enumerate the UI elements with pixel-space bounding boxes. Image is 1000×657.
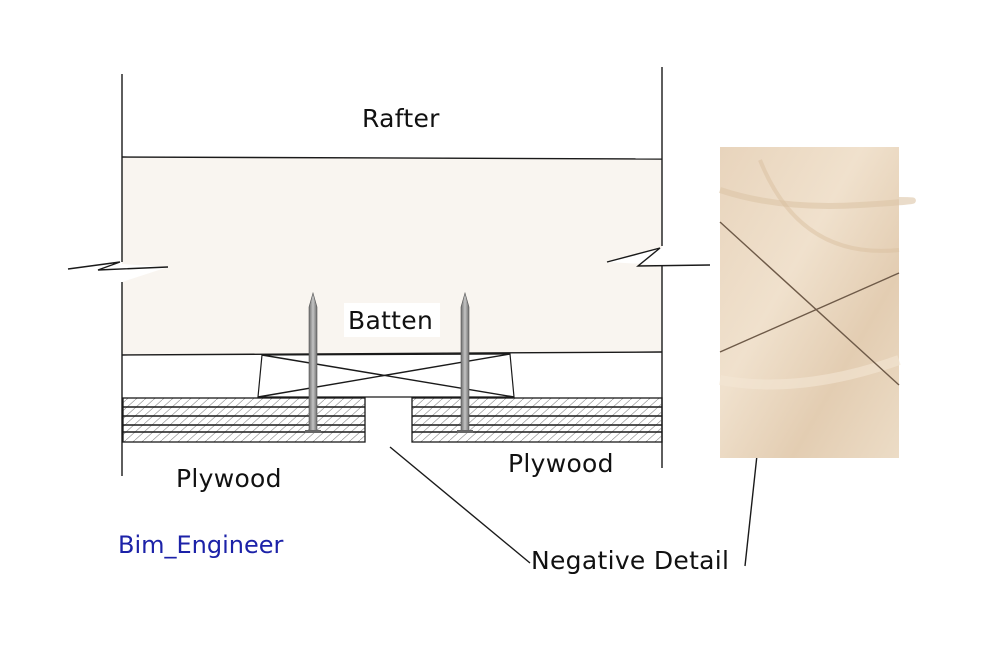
break-line-left (67, 261, 169, 271)
plywood-sheet-left (122, 397, 366, 443)
negative-detail-label: Negative Detail (531, 546, 729, 575)
rafter (121, 67, 663, 476)
rafter-label: Rafter (362, 104, 440, 133)
batten-label-background (344, 303, 440, 337)
break-line-right (606, 247, 711, 267)
batten (257, 353, 515, 398)
negative-detail-leader-left (389, 446, 531, 564)
plywood-photo (719, 147, 916, 458)
batten-label: Batten (348, 306, 433, 335)
nail-icon (305, 291, 321, 433)
nail-icon (457, 291, 473, 433)
author-credit: Bim_Engineer (118, 531, 284, 559)
plywood-right-label: Plywood (508, 449, 614, 478)
plywood-sheet-right (411, 397, 663, 443)
plywood-left-label: Plywood (176, 464, 282, 493)
